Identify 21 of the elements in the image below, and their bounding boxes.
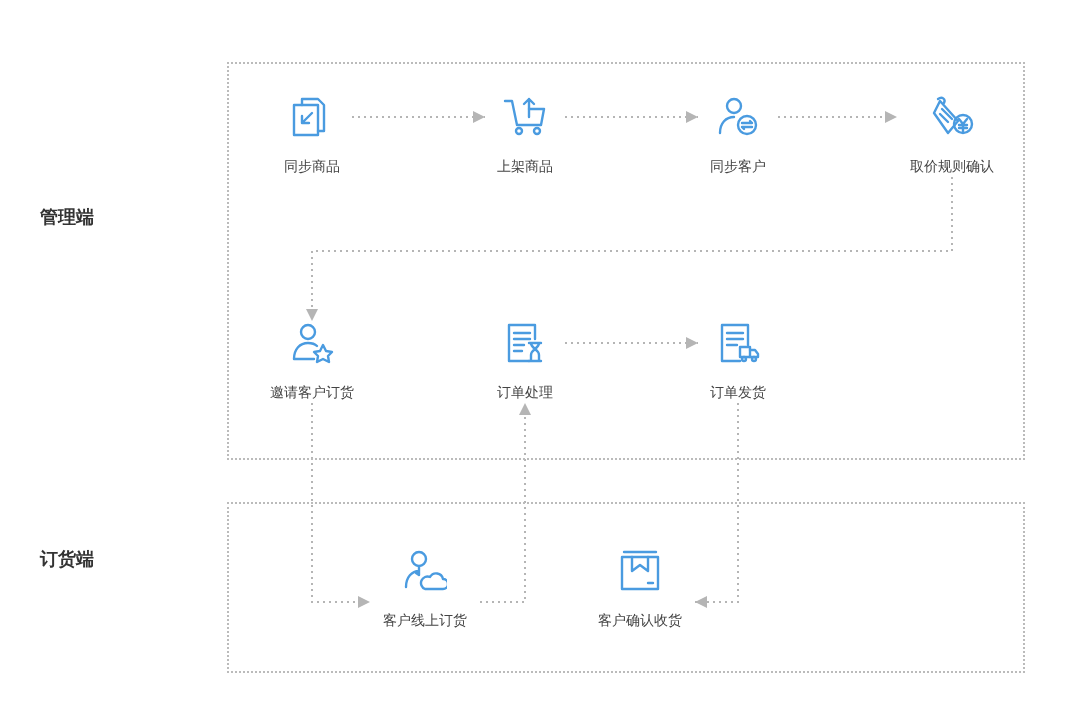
step-label: 订单处理: [497, 383, 553, 401]
step-label: 邀请客户订货: [270, 383, 354, 401]
dotted-arrow: [564, 337, 699, 349]
dotted-arrow: [351, 111, 486, 123]
lane-label: 订货端: [40, 547, 94, 571]
dotted-arrow: [777, 111, 898, 123]
step-label: 上架商品: [497, 157, 553, 175]
step-label: 客户确认收货: [598, 611, 682, 629]
step-label: 同步客户: [710, 157, 766, 175]
lane-label: 管理端: [40, 205, 94, 229]
dotted-arrow: [311, 402, 371, 608]
dotted-arrow: [564, 111, 699, 123]
dotted-arrow: [479, 402, 531, 603]
dotted-frame: [227, 502, 1025, 673]
dotted-arrow: [306, 176, 953, 322]
step-label: 客户线上订货: [383, 611, 467, 629]
step-label: 同步商品: [284, 157, 340, 175]
dotted-arrow: [694, 402, 739, 608]
step-label: 取价规则确认: [910, 157, 994, 175]
step-label: 订单发货: [710, 383, 766, 401]
dotted-frame: [227, 62, 1025, 460]
